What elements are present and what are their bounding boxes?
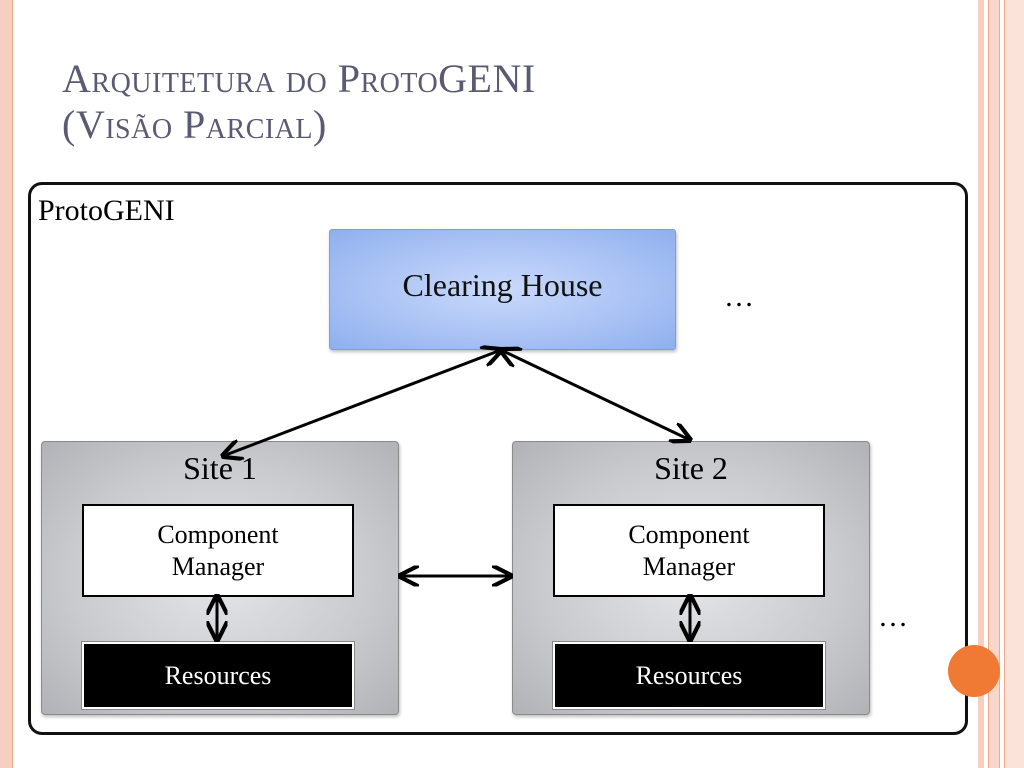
ellipsis-top: …: [724, 280, 754, 313]
right-accent-stripe-1: [978, 0, 984, 768]
protogeni-label: ProtoGENI: [38, 194, 175, 227]
site-1-resources-label: Resources: [164, 660, 272, 690]
site-2-resources-label: Resources: [635, 660, 743, 690]
ellipsis-bottom: …: [878, 600, 908, 633]
site-2-component-manager-label: Component Manager: [628, 519, 750, 581]
right-accent-stripe-3: [1004, 0, 1024, 768]
slide-title: Arquitetura do ProtoGENI (Visão Parcial): [62, 56, 536, 148]
site-1-title: Site 1: [183, 450, 257, 486]
clearing-house-label: Clearing House: [402, 267, 603, 303]
accent-dot: [948, 645, 1000, 697]
right-accent-stripe-2: [988, 0, 1000, 768]
left-accent-stripe: [0, 0, 13, 768]
site-2-title: Site 2: [654, 450, 728, 486]
site-1-component-manager: Component Manager: [82, 504, 354, 597]
slide-title-line1: Arquitetura do ProtoGENI: [62, 56, 536, 101]
slide-title-line2: (Visão Parcial): [62, 102, 327, 147]
site-1-box: Site 1 Component Manager Resources: [41, 441, 399, 715]
clearing-house-box: Clearing House: [329, 229, 676, 350]
site-2-resources: Resources: [552, 641, 826, 710]
site-1-resources: Resources: [81, 641, 355, 710]
site-2-component-manager: Component Manager: [553, 504, 825, 597]
site-1-component-manager-label: Component Manager: [157, 519, 279, 581]
site-2-box: Site 2 Component Manager Resources: [512, 441, 870, 715]
